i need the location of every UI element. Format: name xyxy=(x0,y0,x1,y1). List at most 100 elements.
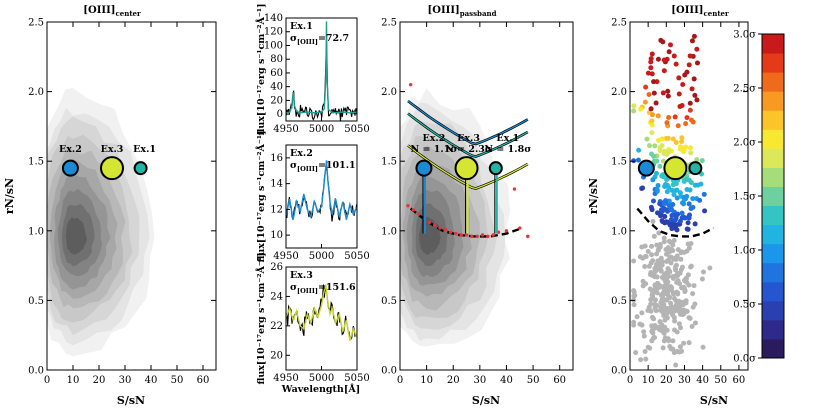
y-axis-label: rN/sN xyxy=(3,178,16,214)
detected-point xyxy=(649,118,655,124)
y-tick-label: 10 xyxy=(270,230,283,241)
threshold-point xyxy=(518,226,522,230)
plot-frame xyxy=(46,21,217,371)
below-threshold-point xyxy=(638,357,644,363)
below-threshold-point xyxy=(645,248,651,254)
below-threshold-point xyxy=(670,248,676,254)
below-threshold-point xyxy=(673,302,679,308)
colorbar-segment xyxy=(762,148,784,168)
x-tick-label: 60 xyxy=(733,375,746,386)
x-tick-label: 60 xyxy=(197,375,210,386)
below-threshold-point xyxy=(639,310,645,316)
detected-point xyxy=(672,212,678,218)
below-threshold-point xyxy=(670,242,676,248)
below-threshold-point xyxy=(642,348,648,354)
detected-point xyxy=(690,196,696,202)
detected-point xyxy=(664,189,670,195)
below-threshold-point xyxy=(685,241,691,247)
below-threshold-point xyxy=(688,263,694,269)
detected-point xyxy=(657,201,663,207)
below-threshold-point xyxy=(668,260,674,266)
below-threshold-point xyxy=(664,258,670,264)
flux-axis-label: flux[10⁻¹⁷erg s⁻¹cm⁻²Å⁻¹] xyxy=(255,3,267,135)
detected-point xyxy=(666,149,672,155)
threshold-point xyxy=(459,233,463,237)
detected-point xyxy=(665,93,671,99)
detected-point xyxy=(671,53,677,59)
below-threshold-point xyxy=(681,340,687,346)
detected-point xyxy=(694,97,700,103)
panel-title: [OIII]center xyxy=(671,5,729,18)
y-tick-label: 1.5 xyxy=(28,157,44,168)
below-threshold-point xyxy=(700,269,706,275)
colorbar-tick-label: 2.0σ xyxy=(733,138,756,149)
scatter-points xyxy=(631,33,715,368)
detected-point xyxy=(672,217,678,223)
example-arc xyxy=(407,100,529,145)
detected-point xyxy=(664,120,670,126)
detected-point xyxy=(646,91,652,97)
threshold-point xyxy=(454,231,458,236)
detected-point xyxy=(676,91,682,97)
example-marker xyxy=(663,156,688,181)
colorbar-tick-label: 0.0σ xyxy=(733,354,756,365)
y-tick-label: 100 xyxy=(264,40,283,51)
below-threshold-point xyxy=(634,314,640,320)
x-tick-label: 30 xyxy=(473,375,486,386)
below-threshold-point xyxy=(663,246,669,252)
y-tick-label: 2.5 xyxy=(611,18,627,29)
x-tick-label: 5050 xyxy=(344,124,369,135)
below-threshold-point xyxy=(633,350,639,356)
x-tick-label: 10 xyxy=(67,375,80,386)
threshold-point xyxy=(416,212,421,216)
detected-point xyxy=(687,100,693,106)
detected-point xyxy=(653,100,659,106)
threshold-overlay xyxy=(406,82,530,239)
detected-point xyxy=(677,104,683,110)
below-threshold-point xyxy=(689,324,695,330)
threshold-point xyxy=(438,226,442,230)
threshold-point xyxy=(504,229,509,233)
example-marker xyxy=(100,156,124,181)
example-label: Ex.3 xyxy=(457,133,480,144)
x-tick-label: 5050 xyxy=(344,251,369,262)
y-tick-label: 14 xyxy=(270,179,283,190)
detected-point xyxy=(688,150,694,156)
threshold-point xyxy=(512,187,517,191)
spectrum-title: Ex.3 xyxy=(290,270,313,281)
detected-point xyxy=(692,92,698,98)
below-threshold-point xyxy=(707,265,713,271)
below-threshold-point xyxy=(642,254,648,260)
detected-point xyxy=(666,198,672,204)
x-tick-label: 5000 xyxy=(309,251,334,262)
y-tick-label: 0.5 xyxy=(381,296,397,307)
detected-point xyxy=(649,51,655,57)
detected-point xyxy=(665,135,671,141)
below-threshold-point xyxy=(651,233,657,239)
below-threshold-point xyxy=(676,308,682,314)
below-threshold-point xyxy=(673,298,679,304)
detected-point xyxy=(688,205,694,211)
panel-title: [OIII]center xyxy=(83,5,141,18)
detected-point xyxy=(631,108,637,114)
y-tick-label: 60 xyxy=(270,68,283,79)
detected-point xyxy=(677,190,683,196)
plot-frame xyxy=(399,21,574,371)
detected-point xyxy=(697,197,703,203)
spectrum-title: Ex.1 xyxy=(290,21,313,32)
colorbar-segment xyxy=(762,319,784,340)
below-threshold-point xyxy=(631,302,637,308)
example-arc xyxy=(407,112,529,158)
x-tick-label: 10 xyxy=(642,375,655,386)
threshold-point xyxy=(526,234,530,239)
detected-point xyxy=(686,62,692,68)
threshold-point xyxy=(406,204,410,208)
detected-point xyxy=(636,147,642,153)
y-tick-label: 20 xyxy=(270,350,283,361)
